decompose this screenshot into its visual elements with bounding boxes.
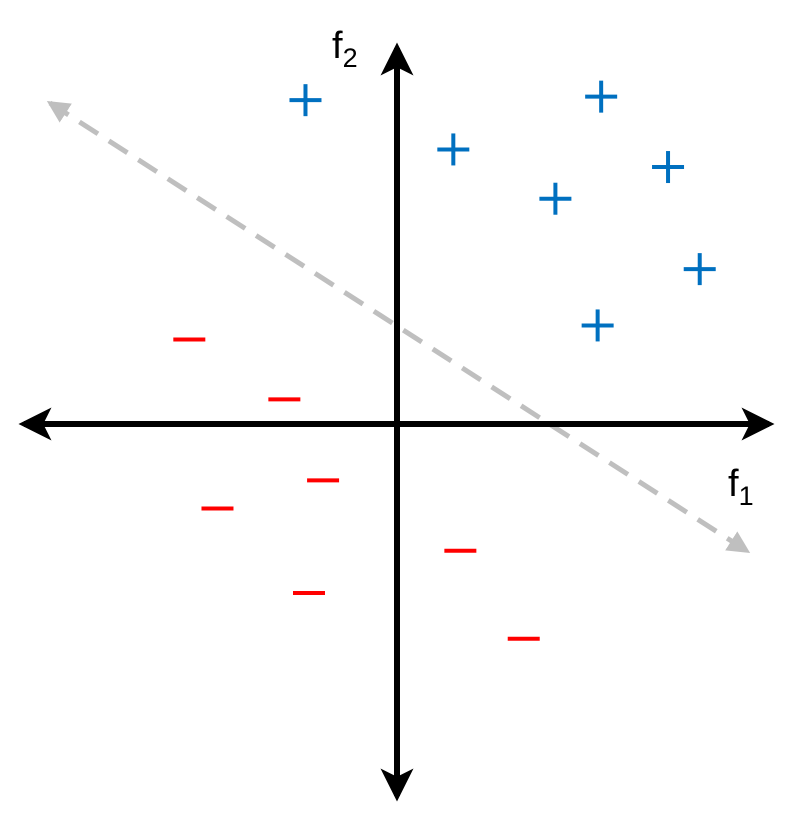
y-axis-label: f2 — [332, 25, 358, 73]
data-points — [173, 80, 716, 641]
x-axis-label: f1 — [728, 463, 754, 511]
plus-marker — [683, 253, 716, 286]
plus-marker — [581, 309, 614, 342]
plus-marker — [289, 84, 322, 117]
x-axis-label-subscript: 1 — [739, 481, 754, 511]
y-axis-label-subscript: 2 — [343, 43, 358, 73]
plus-marker — [539, 182, 572, 215]
x-axis-label-base: f — [728, 463, 739, 505]
plus-marker — [652, 151, 685, 184]
plus-marker — [437, 133, 470, 166]
plus-marker — [585, 80, 618, 113]
y-axis-label-base: f — [332, 25, 343, 67]
